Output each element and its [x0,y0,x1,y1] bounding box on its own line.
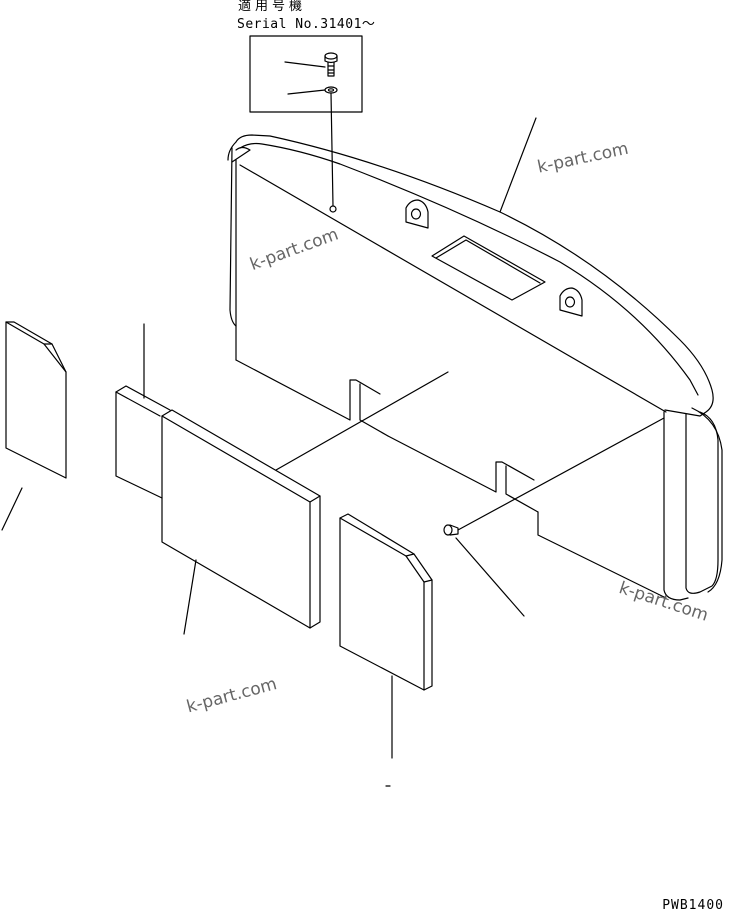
drawing-code: PWB1400 [662,898,724,913]
leader-bolt [284,61,326,68]
counterweight [227,134,723,601]
plate-middle-back [115,385,171,499]
leader-washer [287,89,326,95]
leader-plate-left [1,487,23,531]
assembly-line-plate [275,371,449,471]
washer [324,86,338,94]
plate-right [339,513,433,691]
serial-number-label: Serial No.31401～ [237,17,376,32]
pin [443,524,459,536]
plate-left [5,321,67,479]
plate-large [161,409,321,629]
lifting-eye-left [405,199,429,229]
recessed-panel [431,235,546,301]
assembly-line-bolt [330,92,334,207]
applicable-serial-label: 適用号機 [238,0,307,14]
assembly-line-pin [457,417,665,531]
bolt [324,52,338,77]
serial-inset-box [249,35,363,113]
leader-pin [455,537,525,617]
leader-plate-large [183,559,197,635]
bolt-hole [329,205,337,213]
leader-counterweight [499,117,537,213]
lifting-eye-right [559,287,583,317]
